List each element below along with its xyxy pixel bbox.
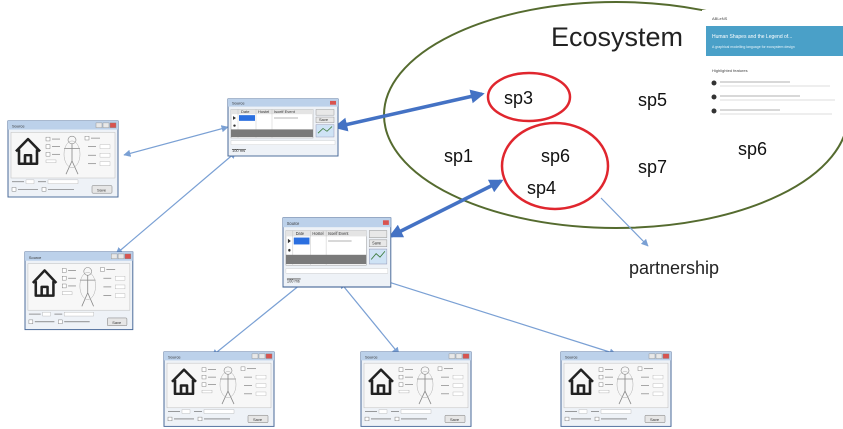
partnership-arrow	[600, 197, 649, 247]
species-label-sp3: sp3	[504, 88, 533, 108]
app-window: Source Save	[6, 119, 120, 199]
app-save-button-label: Save	[650, 418, 659, 422]
species-label-sp6-outer: sp6	[738, 139, 767, 159]
app-save-button-label: Save	[97, 187, 106, 192]
thin-connectors	[115, 125, 617, 357]
app-window-title: Source	[29, 255, 41, 260]
website-banner-subtitle: A graphical modelling language for ecosy…	[712, 45, 795, 49]
connector-arrow	[339, 281, 400, 355]
partnership-label: partnership	[629, 258, 719, 278]
sp6-sp4-highlight-ellipse	[500, 121, 610, 211]
species-label-sp5: sp5	[638, 90, 667, 110]
hub-window-top: Source Date Hostel Isoelf Event Save 100…	[227, 98, 339, 157]
ecosystem-title: Ecosystem	[551, 22, 683, 52]
species-label-sp7: sp7	[638, 157, 667, 177]
website-thumbnail: ABLeNS Human Shapes and the Legend of...…	[702, 10, 843, 118]
connector-arrow	[375, 276, 617, 356]
hub-column-header: Hostel	[312, 231, 323, 236]
app-save-button-label: Save	[253, 418, 262, 422]
app-window-title: Source	[168, 356, 181, 360]
hub-save-button-label: Save	[372, 240, 381, 245]
app-save-button-label: Save	[112, 320, 121, 325]
species-label-sp1: sp1	[444, 146, 473, 166]
website-section-title: Highlighted features	[712, 68, 748, 73]
sp3-highlight-ellipse	[486, 71, 572, 123]
hub-column-header: Isoelf Event	[328, 231, 349, 236]
bullet-icon	[711, 108, 717, 114]
app-window: Source Save	[359, 350, 473, 428]
app-window: Source Save	[559, 350, 673, 428]
app-save-button-label: Save	[450, 418, 459, 422]
connector-arrow	[123, 125, 229, 157]
species-label-sp6-inner: sp6	[541, 146, 570, 166]
hub-to-sp3-arrow	[333, 89, 485, 132]
website-banner-title: Human Shapes and the Legend of...	[712, 34, 792, 40]
hub-status-text: 100 ms	[287, 278, 300, 283]
app-window-title: Source	[12, 124, 25, 129]
connector-arrow	[115, 151, 237, 255]
hub-column-header: Hostel	[258, 109, 269, 114]
hub-column-header: Isoelf Event	[274, 109, 296, 114]
bullet-icon	[711, 94, 717, 100]
app-window: Source Save	[162, 350, 276, 428]
app-window: Source Save	[23, 250, 135, 331]
hub-window-title: Source	[287, 221, 300, 226]
hub-window-title: Source	[232, 101, 245, 106]
hub-column-header: Date	[241, 109, 249, 114]
bullet-icon	[711, 80, 717, 86]
hub-column-header: Date	[296, 231, 305, 236]
hub-save-button-label: Save	[319, 117, 328, 122]
hub-status-text: 100 ms	[232, 148, 245, 153]
species-label-sp4: sp4	[527, 178, 556, 198]
website-header: ABLeNS	[712, 16, 728, 21]
hub-window-middle: Source Date Hostel Isoelf Event Save 100…	[282, 217, 392, 288]
connector-arrow	[211, 279, 307, 357]
hub-to-sp4-arrow	[388, 179, 504, 238]
app-window-title: Source	[565, 356, 578, 360]
website-banner	[706, 26, 843, 56]
app-window-title: Source	[365, 356, 378, 360]
